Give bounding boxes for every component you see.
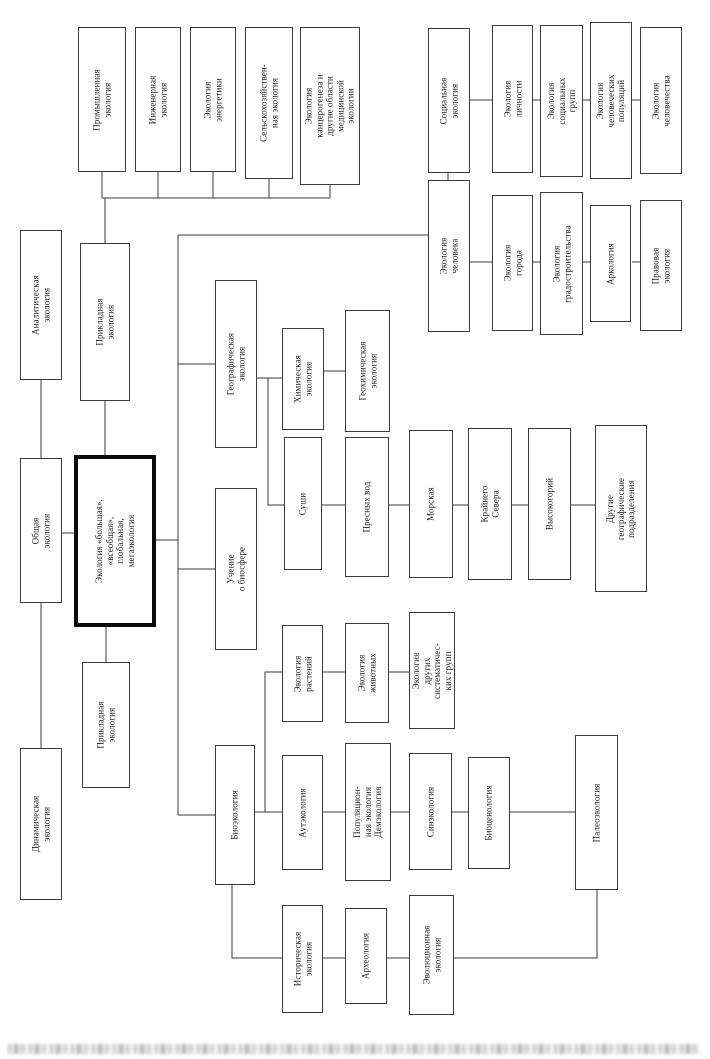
node-plants: Экология растений <box>282 625 323 722</box>
node-far-north: Крайнего Севера <box>468 428 512 580</box>
node-label-agricultural: Сельскохозяйствен- ная экология <box>258 64 279 142</box>
node-freshwater: Пресных вод <box>345 437 389 577</box>
node-synecology: Синэкология <box>409 753 452 870</box>
node-label-megaecology: Экология «большая», «всеобщая», глобальн… <box>93 499 136 583</box>
node-label-archeology: Археология <box>360 932 371 980</box>
node-biosphere: Учение о биосфере <box>215 488 257 650</box>
node-label-human-populations: Экология человеческих популяций <box>595 73 627 128</box>
node-label-evolutionary: Эволюционная экология <box>420 925 442 985</box>
node-city: Экология города <box>492 195 533 331</box>
node-personality: Экология личности <box>492 25 533 173</box>
node-label-general: Общая экология <box>30 513 51 548</box>
node-human: Экология человека <box>428 180 470 332</box>
node-biocenology: Биоценология <box>468 757 510 869</box>
node-paleoecology: Палеоэкология <box>575 735 618 890</box>
node-arcology: Аркология <box>590 205 631 322</box>
node-archeology: Археология <box>345 908 387 1004</box>
node-geographic: Географическая экология <box>215 280 257 448</box>
connector-line <box>231 885 282 959</box>
node-label-medical: Экология канцерогенеза и другие области … <box>303 74 356 138</box>
node-label-geochemical: Геохимическая экология <box>356 341 378 401</box>
node-evolutionary: Эволюционная экология <box>409 895 454 1015</box>
node-chemical: Химическая экология <box>282 328 324 430</box>
node-autecology: Аутэкология <box>282 755 323 870</box>
connector-line <box>267 378 284 506</box>
node-label-chemical: Химическая экология <box>292 355 313 403</box>
node-label-human: Экология человека <box>438 237 459 275</box>
node-label-marine: Морская <box>425 487 436 521</box>
node-label-legal: Правовая экология <box>650 247 671 284</box>
node-label-engineering: Инженерная экология <box>147 75 168 124</box>
node-label-freshwater: Пресных вод <box>361 481 372 533</box>
node-megaecology: Экология «большая», «всеобщая», глобальн… <box>74 455 156 627</box>
node-label-humanity: Экология человечества <box>650 74 671 127</box>
node-label-other-geographic: Другие географические подразделения <box>605 477 637 540</box>
node-social-groups: Экология социальных групп <box>540 25 583 177</box>
node-label-animals: Экология животных <box>356 653 377 693</box>
node-label-social: Социальная экология <box>438 77 459 124</box>
node-label-energy: Экология энергетики <box>202 77 223 122</box>
node-label-far-north: Крайнего Севера <box>479 485 500 523</box>
node-label-biosphere: Учение о биосфере <box>225 546 246 592</box>
node-label-analytical: Аналитическая экология <box>30 275 51 335</box>
node-medical: Экология канцерогенеза и другие области … <box>300 27 360 185</box>
node-label-social-groups: Экология социальных групп <box>545 77 577 125</box>
connector-line <box>264 671 282 812</box>
scan-artifact-band <box>8 1044 700 1054</box>
node-high-mountain: Высокогорий <box>528 428 571 580</box>
node-label-plants: Экология растений <box>291 655 313 692</box>
node-dynamic: Динамическая экология <box>20 748 62 900</box>
node-label-population: Популяцион- ная экология Демэкология <box>352 786 384 838</box>
node-label-personality: Экология личности <box>501 80 523 118</box>
node-social: Социальная экология <box>428 28 470 173</box>
node-agricultural: Сельскохозяйствен- ная экология <box>245 27 293 179</box>
node-label-arcology: Аркология <box>605 242 616 285</box>
node-legal: Правовая экология <box>640 200 682 331</box>
node-label-biocenology: Биоценология <box>483 785 494 841</box>
node-applied-top: Прикладная экология <box>80 243 130 401</box>
node-label-city: Экология города <box>501 244 523 282</box>
node-label-paleoecology: Палеоэкология <box>591 783 602 842</box>
node-analytical: Аналитическая экология <box>20 230 62 380</box>
node-human-populations: Экология человеческих популяций <box>590 22 632 179</box>
node-historical: Историческая экология <box>282 905 323 1013</box>
node-label-industrial: Промышленная экология <box>91 68 112 131</box>
node-label-historical: Историческая экология <box>291 931 313 987</box>
node-label-high-mountain: Высокогорий <box>544 477 555 531</box>
node-label-urban-planning: Экология градостроительства <box>550 224 572 303</box>
node-other-taxa: Экология других систематичес- ких групп <box>409 612 455 729</box>
node-label-geographic: Географическая экология <box>225 332 246 396</box>
node-humanity: Экология человечества <box>640 27 682 174</box>
node-engineering: Инженерная экология <box>135 27 181 172</box>
node-label-applied-bottom: Прикладная экология <box>95 701 116 749</box>
node-bioecology: Биоэкология <box>215 745 255 885</box>
node-label-land: Суши <box>297 492 308 515</box>
node-label-applied-top: Прикладная экология <box>94 298 115 346</box>
node-label-other-taxa: Экология других систематичес- ких групп <box>410 642 453 699</box>
node-geochemical: Геохимическая экология <box>345 310 390 432</box>
node-other-geographic: Другие географические подразделения <box>595 425 647 592</box>
node-urban-planning: Экология градостроительства <box>540 192 583 335</box>
node-energy: Экология энергетики <box>190 27 236 172</box>
node-label-autecology: Аутэкология <box>297 787 308 838</box>
node-applied-bottom: Прикладная экология <box>82 662 130 788</box>
node-marine: Морская <box>409 430 453 578</box>
node-animals: Экология животных <box>345 623 389 723</box>
node-label-dynamic: Динамическая экология <box>30 795 51 853</box>
node-general: Общая экология <box>20 458 62 603</box>
node-label-bioecology: Биоэкология <box>229 790 240 840</box>
node-population: Популяцион- ная экология Демэкология <box>345 743 391 881</box>
node-label-synecology: Синэкология <box>425 786 436 837</box>
node-land: Суши <box>284 437 322 570</box>
node-industrial: Промышленная экология <box>78 27 126 172</box>
connector-line <box>454 890 598 959</box>
